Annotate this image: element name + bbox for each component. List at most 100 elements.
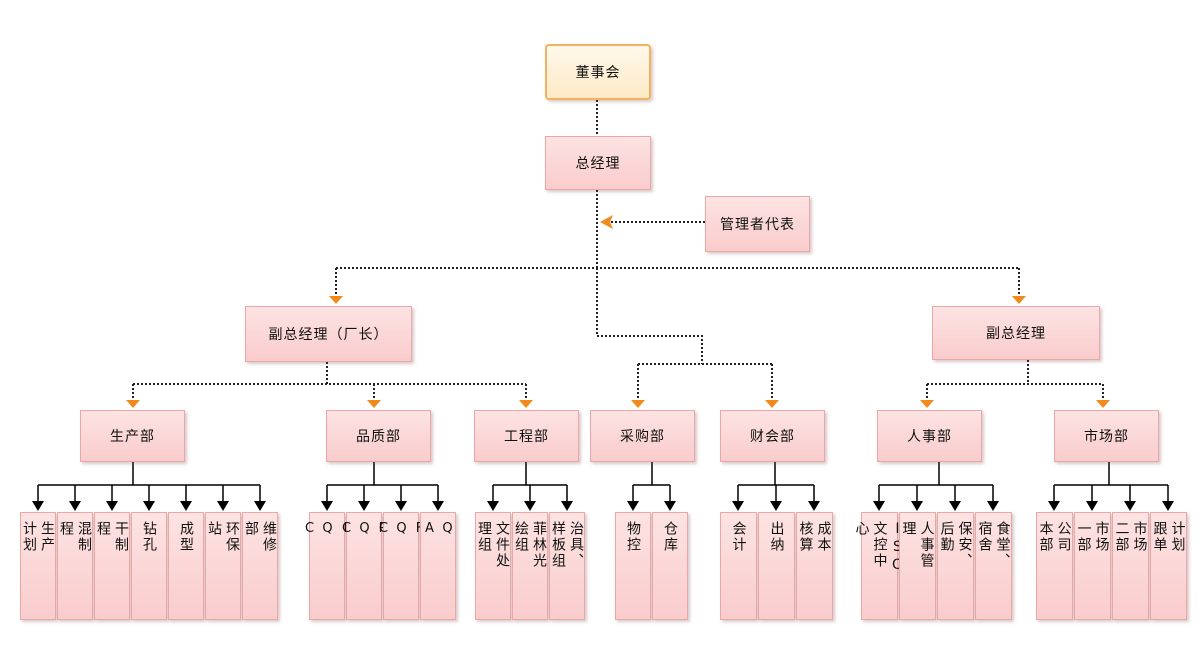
finance-unit-box[interactable]: 会计 — [720, 512, 757, 620]
hr-arrow — [987, 501, 999, 511]
dept-engineering[interactable]: 工程部 — [474, 410, 579, 462]
production-unit-box[interactable]: 成型 — [168, 512, 204, 620]
marketing-unit-box[interactable]: 公司本部 — [1036, 512, 1073, 620]
marketing-arrow — [1086, 501, 1098, 511]
purchasing-unit-label: 物控 — [625, 521, 641, 553]
engineering-unit-label: 菲林光 — [531, 521, 547, 569]
dept-purchasing[interactable]: 采购部 — [590, 410, 695, 462]
hr-unit-box[interactable]: 保安、后勤 — [937, 512, 974, 620]
quality-unit-box[interactable]: IQC — [302, 512, 353, 620]
finance-unit-label: 出纳 — [768, 521, 785, 553]
hr-unit-label: 宿舍 — [976, 521, 993, 553]
purchasing-arrow — [627, 501, 639, 511]
quality-arrow — [321, 501, 333, 511]
production-unit-label: 程 — [58, 521, 74, 537]
engineering-arrow — [524, 501, 536, 511]
quality-unit-label: Q — [394, 521, 409, 544]
engineering-unit-box[interactable]: 菲林光绘组 — [512, 512, 548, 620]
production-unit-box[interactable]: 钻孔 — [131, 512, 167, 620]
hr-arrow — [911, 501, 923, 511]
finance-unit-box[interactable]: 成本核算 — [796, 512, 833, 620]
production-arrow — [143, 501, 155, 511]
quality-unit-label: A — [422, 521, 437, 544]
production-unit-box[interactable]: 干制程 — [94, 512, 130, 620]
purchasing-unit-box[interactable]: 仓库 — [652, 512, 688, 620]
dept-quality[interactable]: 品质部 — [326, 410, 431, 462]
hr-unit-label: 心 — [853, 521, 870, 537]
marketing-arrow — [1162, 501, 1174, 511]
dept-production[interactable]: 生产部 — [80, 410, 185, 462]
quality-unit-box[interactable]: PQC — [339, 512, 390, 620]
dept-hr[interactable]: 人事部 — [877, 410, 982, 462]
marketing-unit-label: 跟单 — [1151, 521, 1168, 553]
quality-unit-label: C — [339, 521, 354, 544]
quality-unit-label: C — [376, 521, 391, 544]
engineering-unit-label: 治具、 — [568, 521, 584, 569]
hr-unit-box[interactable]: 食堂、宿舍 — [975, 512, 1012, 620]
finance-arrow — [808, 501, 820, 511]
hr-unit-label: 理 — [900, 521, 917, 537]
quality-arrow — [432, 501, 444, 511]
management-representative-box[interactable]: 管理者代表 — [705, 196, 810, 252]
finance-arrow — [770, 501, 782, 511]
production-unit-label: 干制 — [113, 521, 129, 553]
quality-arrow — [358, 501, 370, 511]
vice-gm-factory-box[interactable]: 副总经理（厂长） — [245, 306, 412, 362]
production-unit-label: 生产 — [39, 521, 55, 553]
engineering-unit-box[interactable]: 治具、样板组 — [549, 512, 585, 620]
production-unit-label: 成型 — [178, 521, 194, 553]
production-arrow — [32, 501, 44, 511]
finance-arrow — [732, 501, 744, 511]
production-unit-box[interactable]: 维修部 — [242, 512, 278, 620]
hr-arrow — [949, 501, 961, 511]
general-manager-box[interactable]: 总经理 — [545, 136, 651, 190]
engineering-arrow — [487, 501, 499, 511]
production-unit-box[interactable]: 环保站 — [205, 512, 241, 620]
hr-arrow — [873, 501, 885, 511]
engineering-arrow — [561, 501, 573, 511]
marketing-arrow — [1048, 501, 1060, 511]
finance-unit-box[interactable]: 出纳 — [758, 512, 795, 620]
production-unit-label: 环保 — [224, 521, 240, 553]
quality-arrow — [395, 501, 407, 511]
finance-unit-label: 成本 — [815, 521, 832, 553]
quality-unit-label: Q — [320, 521, 335, 544]
purchasing-unit-box[interactable]: 物控 — [615, 512, 651, 620]
board-box[interactable]: 董事会 — [545, 44, 651, 100]
hr-unit-box[interactable]: 人事管理 — [899, 512, 936, 620]
production-unit-box[interactable]: 生产计划 — [20, 512, 56, 620]
marketing-arrow — [1124, 501, 1136, 511]
production-unit-label: 计划 — [21, 521, 37, 553]
engineering-unit-box[interactable]: 文件处理组 — [475, 512, 511, 620]
vice-gm-right-box[interactable]: 副总经理 — [932, 306, 1100, 360]
engineering-unit-label: 绘组 — [513, 521, 529, 553]
production-arrow — [106, 501, 118, 511]
hr-unit-label: 保安、 — [956, 521, 973, 569]
production-unit-label: 维修 — [261, 521, 277, 553]
marketing-unit-box[interactable]: 市场二部 — [1112, 512, 1149, 620]
marketing-unit-box[interactable]: 计划跟单 — [1150, 512, 1187, 620]
dept-marketing[interactable]: 市场部 — [1054, 410, 1159, 462]
marketing-unit-label: 市场 — [1093, 521, 1110, 553]
engineering-unit-label: 样板组 — [550, 521, 566, 569]
production-arrow — [254, 501, 266, 511]
production-unit-label: 混制 — [76, 521, 92, 553]
production-unit-label: 部 — [243, 521, 259, 537]
engineering-unit-label: 文件处 — [494, 521, 510, 569]
production-unit-box[interactable]: 混制程 — [57, 512, 93, 620]
hr-unit-label: 后勤 — [938, 521, 955, 553]
quality-unit-label: Q — [357, 521, 372, 544]
quality-unit-label: C — [302, 521, 317, 544]
production-arrow — [180, 501, 192, 511]
marketing-unit-box[interactable]: 市场一部 — [1074, 512, 1111, 620]
dept-finance[interactable]: 财会部 — [720, 410, 825, 462]
marketing-unit-label: 计划 — [1169, 521, 1186, 553]
production-unit-label: 钻孔 — [141, 521, 157, 553]
engineering-unit-label: 理组 — [476, 521, 492, 553]
production-arrow — [217, 501, 229, 511]
quality-unit-box[interactable]: FQC — [376, 512, 427, 620]
